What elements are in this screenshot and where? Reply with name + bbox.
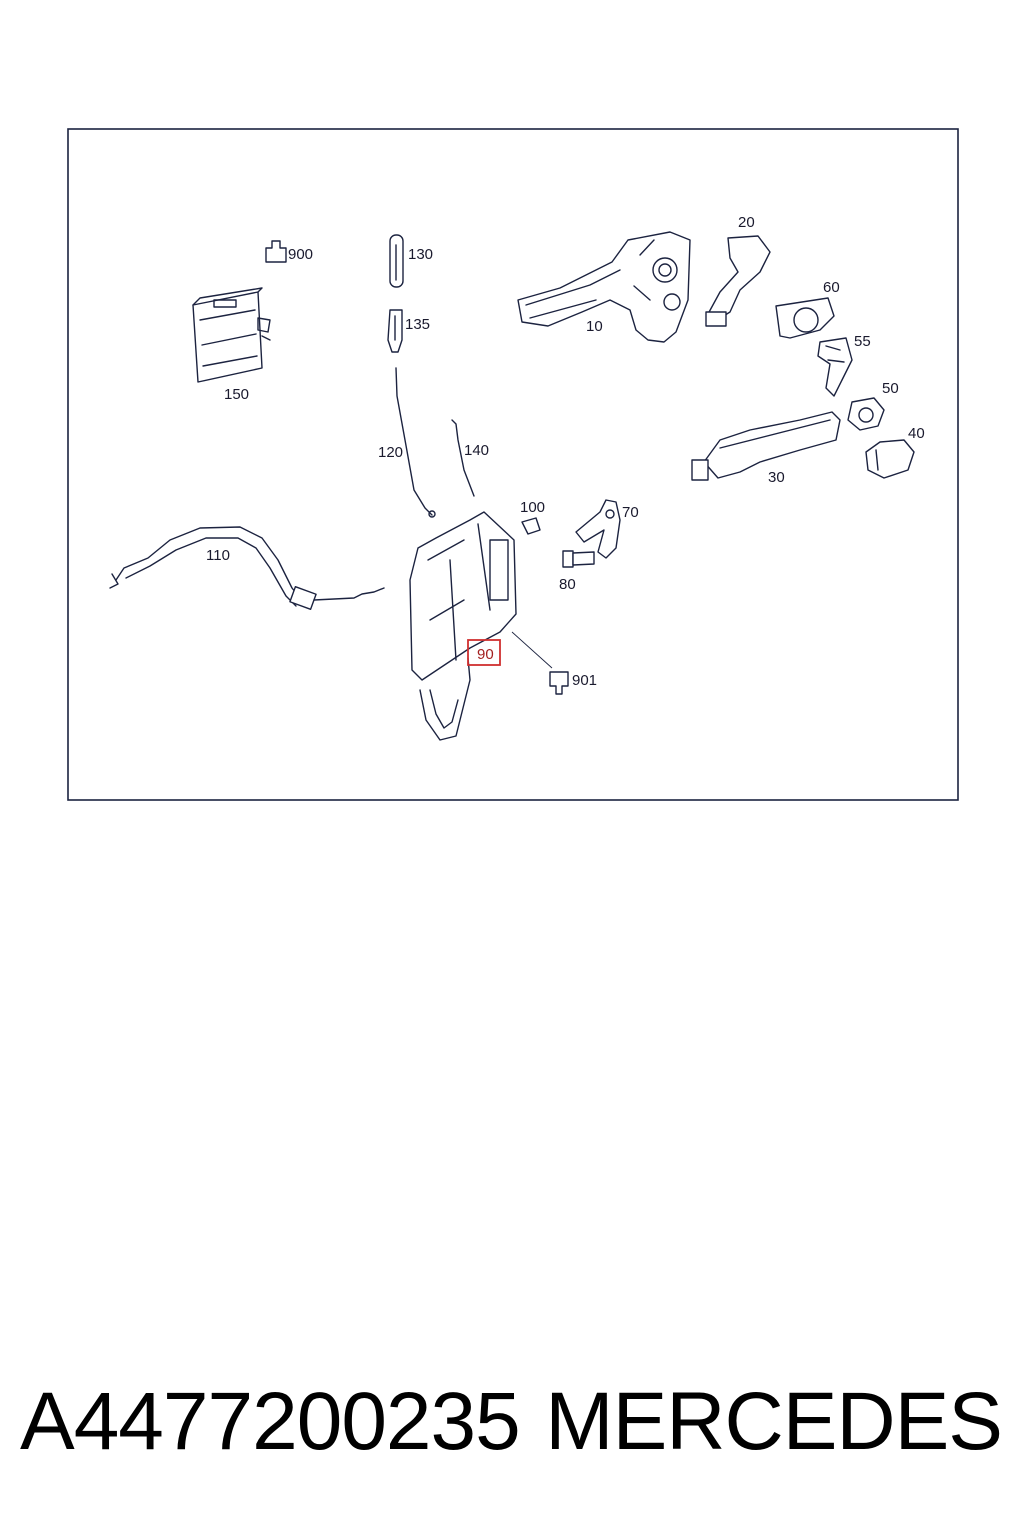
callout-901: 901 — [572, 672, 597, 689]
callout-80: 80 — [559, 576, 576, 593]
callout-40: 40 — [908, 425, 925, 442]
part-140-rod — [451, 419, 475, 497]
callout-120: 120 — [378, 444, 403, 461]
callout-90: 90 — [477, 646, 494, 663]
part-120-rod — [395, 367, 433, 516]
part-number: A4477200235 — [20, 1376, 521, 1467]
callout-30: 30 — [768, 469, 785, 486]
diagram-frame — [67, 128, 959, 801]
part-150-control-unit — [192, 287, 271, 383]
part-20-bowden-bracket — [705, 235, 771, 327]
callout-135: 135 — [405, 316, 430, 333]
callout-150: 150 — [224, 386, 249, 403]
caption: A4477200235 MERCEDES — [0, 1372, 1024, 1472]
callout-60: 60 — [823, 279, 840, 296]
callout-140: 140 — [464, 442, 489, 459]
callout-110: 110 — [206, 547, 230, 564]
part-100-bolt — [521, 517, 541, 535]
part-70-striker — [575, 499, 621, 559]
part-90-door-lock — [409, 511, 517, 741]
callout-50: 50 — [882, 380, 899, 397]
part-30-door-handle — [691, 411, 841, 481]
part-55-retainer — [817, 337, 853, 397]
callout-130: 130 — [408, 246, 433, 263]
leader-901 — [511, 631, 553, 669]
callout-10: 10 — [586, 318, 603, 335]
part-10-handle-carrier — [517, 231, 691, 343]
part-40-cover — [865, 439, 915, 479]
callout-900: 900 — [288, 246, 313, 263]
callout-20: 20 — [738, 214, 755, 231]
connector-symbol-901 — [549, 671, 569, 695]
brand-name: MERCEDES — [545, 1376, 1003, 1467]
part-50-cap — [847, 397, 885, 431]
part-110-cable — [109, 526, 385, 610]
callout-100: 100 — [520, 499, 545, 516]
part-60-gasket — [775, 297, 835, 339]
part-130-pin — [389, 234, 404, 288]
part-80-screw — [562, 550, 595, 568]
highlight-box-90 — [467, 639, 501, 666]
connector-symbol-900 — [265, 240, 287, 263]
callout-70: 70 — [622, 504, 639, 521]
callout-55: 55 — [854, 333, 871, 350]
part-135-pin — [387, 309, 403, 353]
